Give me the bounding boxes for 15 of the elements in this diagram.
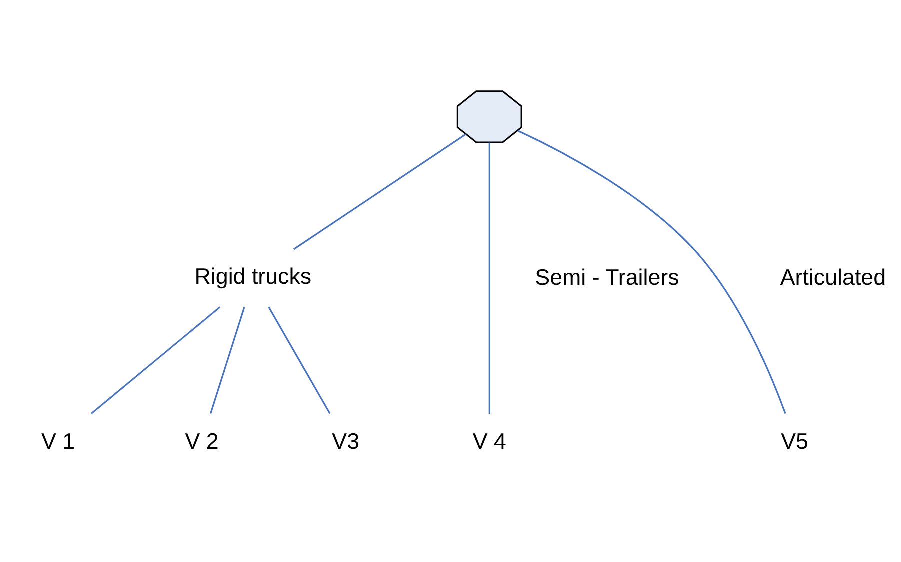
node-octagon — [456, 90, 522, 143]
node-text: Rigid trucks — [194, 264, 312, 289]
connector — [91, 306, 221, 414]
connector — [268, 306, 331, 414]
connector — [294, 133, 467, 250]
connector — [210, 306, 246, 414]
connector — [518, 130, 786, 414]
node-text: V3 — [332, 428, 360, 454]
node-text: V 1 — [42, 428, 76, 454]
connector — [488, 142, 490, 414]
node-text: V 4 — [472, 428, 506, 454]
edge-label: Semi - Trailers — [535, 264, 680, 290]
node-text: V 2 — [185, 428, 219, 454]
edge-label: Articulated — [780, 264, 886, 290]
node-text: V5 — [781, 428, 808, 454]
